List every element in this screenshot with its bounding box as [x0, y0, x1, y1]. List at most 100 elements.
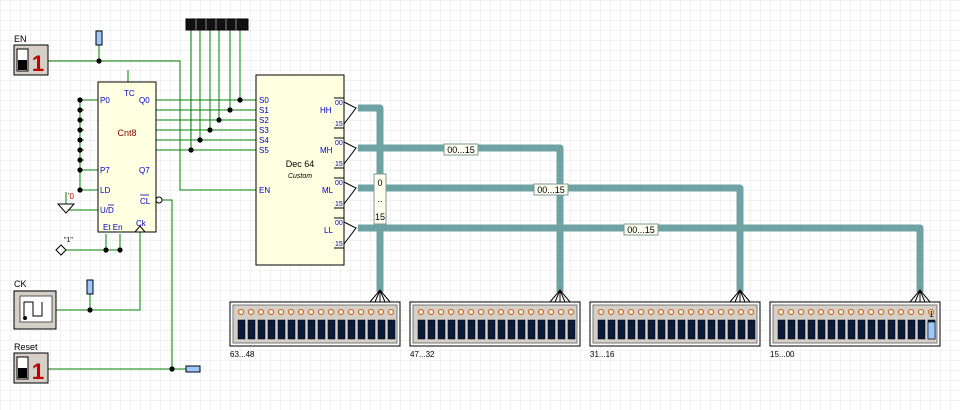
led-indicator: [568, 308, 575, 315]
counter-pin-cl: CL: [140, 197, 151, 206]
led-segment: [797, 319, 806, 340]
decoder-block[interactable]: Dec 64 Custom S0 S1 S2 S3 S4 S5 EN HH MH…: [255, 74, 357, 266]
led-display: 63...48: [229, 288, 401, 359]
ck-probe[interactable]: [86, 279, 94, 295]
led-indicator: [728, 308, 735, 315]
ck-label: CK: [14, 279, 27, 289]
led-segment: [527, 319, 536, 340]
led-segment: [557, 319, 566, 340]
reset-input[interactable]: Reset 1: [13, 342, 49, 384]
led-segment: [627, 319, 636, 340]
decoder-range-bracket: [334, 177, 345, 209]
led-indicator: [898, 308, 905, 315]
reset-value: 1: [32, 359, 44, 384]
led-indicator: [848, 308, 855, 315]
led-segment: [487, 319, 496, 340]
led-indicator: [357, 308, 364, 315]
led-segment: [237, 319, 246, 340]
led-indicator: [277, 308, 284, 315]
led-segment: [247, 319, 256, 340]
decoder-range-bracket: [334, 97, 345, 129]
led-segment: [387, 319, 396, 340]
led-indicator: [668, 308, 675, 315]
led-segment: [707, 319, 716, 340]
led-segment: [647, 319, 656, 340]
led-segment: [687, 319, 696, 340]
en-probe[interactable]: [95, 30, 103, 46]
led-segment: [657, 319, 666, 340]
zero-constant: '0: [56, 192, 76, 214]
led-segment: [907, 319, 916, 340]
led-segment-active: [927, 321, 936, 340]
counter-pin-p7: P7: [100, 166, 110, 175]
led-indicator: [858, 308, 865, 315]
led-segment: [667, 319, 676, 340]
one-constant: "1": [55, 237, 73, 256]
led-indicator: [257, 308, 264, 315]
led-indicator: [648, 308, 655, 315]
decoder-bus-fan: [343, 221, 357, 245]
led-display-label: 63...48: [230, 350, 255, 359]
led-indicator: [778, 308, 785, 315]
led-segment: [307, 319, 316, 340]
led-segment: [267, 319, 276, 340]
led-indicator: [888, 308, 895, 315]
en-value: 1: [32, 51, 44, 76]
led-indicator: [417, 308, 424, 315]
led-segment: [857, 319, 866, 340]
counter-pin-ld: LD: [100, 186, 110, 195]
decoder-bus-fan: [343, 181, 357, 205]
led-segment: [417, 319, 426, 340]
en-input[interactable]: EN 1: [13, 34, 49, 76]
led-indicator: [558, 308, 565, 315]
led-segment: [887, 319, 896, 340]
led-segment: [517, 319, 526, 340]
led-indicator: [387, 308, 394, 315]
led-segment: [367, 319, 376, 340]
decoder-range-bottom: 15: [335, 241, 343, 248]
led-indicator: [297, 308, 304, 315]
led-segment: [737, 319, 746, 340]
decoder-subtitle: Custom: [288, 173, 312, 180]
led-indicator: [317, 308, 324, 315]
led-indicator: [528, 308, 535, 315]
led-display: 31...16: [589, 288, 761, 359]
led-segment: [607, 319, 616, 340]
led-indicator: [928, 308, 935, 315]
led-display-label: 47...32: [410, 350, 435, 359]
led-indicator: [918, 308, 925, 315]
led-segment: [357, 319, 366, 340]
led-segment: [617, 319, 626, 340]
decoder-out-ml: ML: [322, 186, 334, 195]
led-indicator: [287, 308, 294, 315]
led-indicator: [678, 308, 685, 315]
bus-connector[interactable]: [185, 18, 249, 31]
led-segment: [427, 319, 436, 340]
led-segment: [567, 319, 576, 340]
led-display-label: 31...16: [590, 350, 615, 359]
ck-input[interactable]: CK: [13, 279, 57, 330]
counter-pin-ud: U/D: [100, 206, 114, 215]
led-active-value: 1: [929, 310, 934, 319]
led-indicator: [868, 308, 875, 315]
reset-probe[interactable]: [185, 365, 201, 373]
counter-block[interactable]: Cnt8 P0 P7 LD U/D Et En TC Q0 Q7 CL Ck: [97, 81, 163, 233]
wire-junctions: [77, 58, 243, 372]
counter-pin-ck: Ck: [136, 219, 147, 228]
led-indicator: [748, 308, 755, 315]
led-indicator: [818, 308, 825, 315]
decoder-out-ll: LL: [324, 226, 333, 235]
led-indicator: [518, 308, 525, 315]
led-indicator: [638, 308, 645, 315]
counter-pin-p0: P0: [100, 96, 110, 105]
decoder-pin-s1: S1: [259, 106, 269, 115]
led-indicator: [548, 308, 555, 315]
led-indicator: [738, 308, 745, 315]
led-indicator: [538, 308, 545, 315]
led-segment: [437, 319, 446, 340]
led-segment: [717, 319, 726, 340]
led-segment: [377, 319, 386, 340]
led-indicator: [688, 308, 695, 315]
led-segment: [287, 319, 296, 340]
